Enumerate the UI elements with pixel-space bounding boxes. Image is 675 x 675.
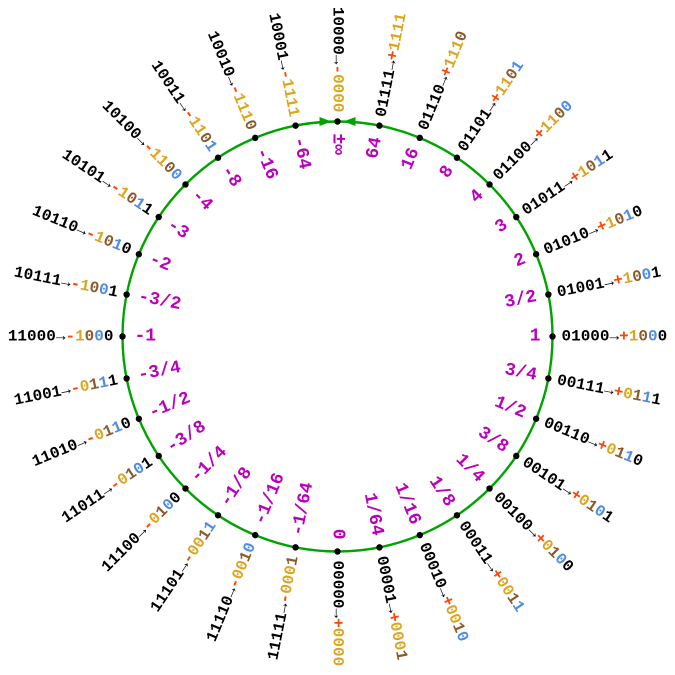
maps-to-arrow-icon: → — [328, 54, 347, 65]
circle-point-dot-10101 — [155, 213, 162, 221]
circle-point-dot-11001 — [123, 375, 130, 382]
regime-bit: 0 — [328, 93, 347, 103]
circle-point-dot-00001 — [376, 544, 383, 551]
circle-point-dot-00011 — [453, 512, 461, 519]
fraction-bit: 0 — [657, 327, 668, 346]
regime-terminator-bit: 0 — [638, 327, 648, 346]
regime-bit: 0 — [328, 637, 347, 647]
code-label-10000: 10000→-0000 — [328, 6, 347, 113]
binary-code: 01000 — [561, 327, 610, 346]
regime-terminator-bit: 0 — [84, 327, 95, 346]
exponent-bit: 0 — [647, 327, 658, 346]
circle-point-dot-00000 — [334, 548, 341, 555]
sign-symbol: - — [328, 64, 347, 75]
value-label-01000: 1 — [529, 326, 541, 347]
circle-point-dot-11000 — [119, 333, 126, 340]
binary-code: 10000 — [328, 6, 347, 55]
circle-point-dot-11100 — [182, 485, 189, 492]
circle-point-dot-10111 — [123, 291, 130, 298]
exponent-bit: 0 — [94, 327, 104, 346]
sign-symbol: + — [619, 327, 629, 346]
maps-to-arrow-icon: → — [328, 608, 347, 619]
binary-code: 11000 — [7, 327, 56, 346]
circle-point-dot-01111 — [376, 122, 383, 129]
regime-bit: 0 — [328, 627, 347, 638]
circle-point-dot-00100 — [486, 485, 493, 492]
circle-point-dot-10001 — [292, 122, 299, 129]
circle-point-dot-10110 — [135, 251, 143, 258]
circle-point-dot-10010 — [252, 134, 259, 142]
regime-bit: 0 — [328, 656, 347, 667]
circle-point-dot-00101 — [513, 452, 520, 460]
regime-bit: 1 — [628, 327, 639, 346]
circle-point-dot-11010 — [135, 415, 143, 422]
circle-point-dot-01000 — [549, 333, 556, 340]
circle-point-dot-10100 — [182, 181, 189, 188]
sign-symbol: - — [65, 327, 76, 346]
regime-bit: 0 — [328, 83, 347, 94]
circle-point-dot-11011 — [155, 452, 162, 460]
value-label-10000: ±∞ — [327, 133, 348, 156]
regime-bit: 1 — [75, 327, 85, 346]
circle-point-dot-11111 — [292, 544, 299, 551]
circle-point-dot-01010 — [532, 251, 540, 258]
value-label-00000: 0 — [327, 528, 348, 540]
circle-point-dot-01100 — [486, 181, 493, 188]
circle-point-dot-01011 — [513, 213, 520, 221]
sign-symbol: + — [328, 618, 347, 628]
circle-point-dot-10000 — [334, 118, 341, 125]
circle-point-dot-01110 — [416, 134, 423, 142]
circle-point-dot-11101 — [214, 512, 222, 519]
circle-point-dot-00111 — [545, 375, 552, 382]
right-arrowhead-icon — [343, 117, 356, 126]
code-label-11000: 11000→-1000 — [8, 329, 114, 345]
circle-point-dot-10011 — [214, 154, 222, 161]
maps-to-arrow-icon: → — [55, 327, 66, 346]
fraction-bit: 0 — [103, 327, 114, 346]
circle-point-dot-11110 — [252, 531, 259, 539]
circle-point-dot-01001 — [545, 291, 552, 298]
code-label-00000: 00000→+0000 — [328, 560, 347, 667]
regime-bit: 0 — [328, 74, 347, 84]
circle-point-dot-00010 — [416, 531, 423, 539]
binary-code: 00000 — [328, 560, 347, 609]
value-label-01111: 64 — [363, 135, 387, 161]
code-label-01000: 01000→+1000 — [562, 329, 668, 345]
regime-bit: 0 — [328, 102, 347, 113]
regime-bit: 0 — [328, 646, 347, 657]
maps-to-arrow-icon: → — [609, 327, 620, 346]
circle-point-dot-01101 — [453, 154, 461, 161]
value-label-11000: -1 — [134, 326, 157, 347]
left-arrowhead-icon — [319, 117, 332, 126]
circle-point-dot-00110 — [532, 415, 540, 422]
